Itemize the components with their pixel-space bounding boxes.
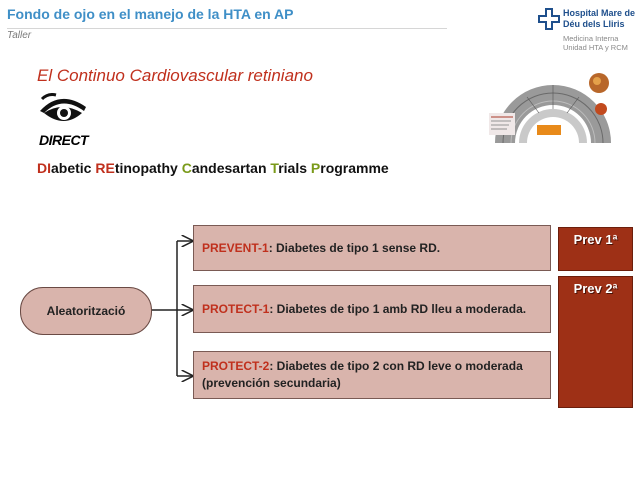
cardiovascular-continuum-diagram [483,63,623,145]
trial-text-protect-2: PROTECT-2: Diabetes de tipo 2 con RD lev… [202,358,542,392]
hospital-name-line1: Hospital Mare de [563,8,636,18]
acronym-hl-t: T [270,160,279,176]
acronym-hl-p: P [310,160,321,176]
hospital-dept-line1: Medicina Interna [563,34,619,43]
slide-header-title: Fondo de ojo en el manejo de la HTA en A… [7,6,294,22]
prevention-secondary-box: Prev 2ª [558,276,633,408]
trial-box-prevent-1: PREVENT-1: Diabetes de tipo 1 sense RD. [193,225,551,271]
acronym-rest-3: andesartan [191,160,271,176]
trial-box-protect-1: PROTECT-1: Diabetes de tipo 1 amb RD lle… [193,285,551,333]
direct-logo: DIRECT [39,132,89,148]
prevention-primary-box: Prev 1ª [558,227,633,271]
acronym-hl-re: RE [95,160,115,176]
hospital-cross-icon [538,8,560,30]
trial-desc: : Diabetes de tipo 1 sense RD. [268,240,441,255]
acronym-hl-c: C [181,160,192,176]
trial-name: PROTECT-1 [202,301,270,316]
hospital-department: Medicina Interna Unidad HTA y RCM [563,34,628,52]
eye-logo-icon [40,93,86,121]
trial-name: PROTECT-2 [202,359,270,373]
hospital-dept-line2: Unidad HTA y RCM [563,43,628,52]
trial-box-protect-2: PROTECT-2: Diabetes de tipo 2 con RD lev… [193,351,551,399]
acronym-rest-5: rogramme [320,160,389,176]
acronym-rest-2: tinopathy [114,160,182,176]
acronym-rest-4: rials [278,160,311,176]
trial-desc: : Diabetes de tipo 1 amb RD lleu a moder… [269,301,527,316]
acronym-hl-di: DI [37,160,51,176]
trial-text-protect-1: PROTECT-1: Diabetes de tipo 1 amb RD lle… [202,301,526,318]
acronym-rest-1: abetic [51,160,96,176]
hospital-logo-name: Hospital Mare de Déu dels Lliris [563,8,635,30]
trial-desc: : Diabetes de tipo 2 con RD leve o moder… [202,359,523,390]
section-title: El Continuo Cardiovascular retiniano [37,66,313,85]
randomization-node: Aleatorització [20,287,152,335]
direct-acronym-expansion: DIabetic REtinopathy Candesartan Trials … [37,160,389,176]
trial-text-prevent-1: PREVENT-1: Diabetes de tipo 1 sense RD. [202,240,440,257]
hospital-name-line2: Déu dels Lliris [563,19,625,29]
header-divider [7,28,447,29]
trial-name: PREVENT-1 [202,240,269,255]
slide-header-subtitle: Taller [7,30,32,41]
